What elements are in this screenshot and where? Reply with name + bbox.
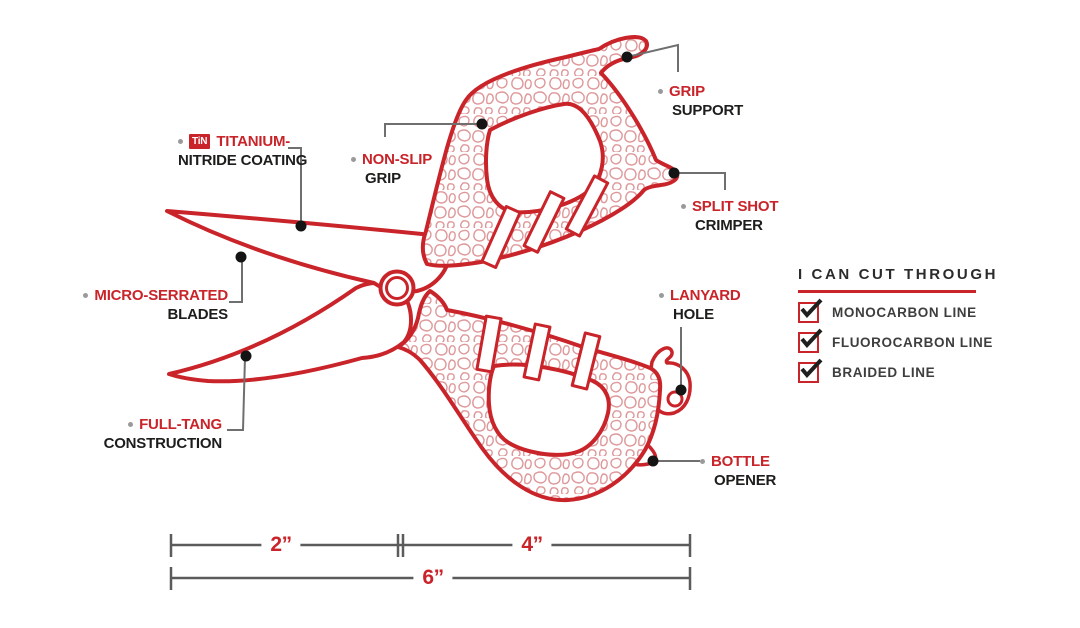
leader-lines [227,43,726,462]
label-bullet [681,204,686,209]
label-bullet [178,139,183,144]
label-full-tang-construction: FULL-TANG CONSTRUCTION [103,415,223,453]
checkmark-icon [800,298,823,319]
dimension-total-length: 6” [413,566,453,590]
feature-subtext: SUPPORT [672,102,744,119]
feature-text: SPLIT SHOT [692,198,779,215]
checkmark-icon [800,358,823,379]
list-item: FLUOROCARBON LINE [798,328,998,353]
feature-subtext: GRIP [365,170,401,187]
tin-badge: TiN [189,134,211,149]
pivot-screw [378,269,416,307]
list-item: BRAIDED LINE [798,358,998,383]
feature-subtext: NITRIDE COATING [178,152,308,169]
feature-text: GRIP [669,83,705,100]
feature-text: BOTTLE [711,453,770,470]
label-bullet [128,422,134,427]
label-bullet [700,459,705,464]
label-grip-support: GRIP SUPPORT [658,82,743,120]
dimension-blade-length: 2” [261,533,301,557]
panel-title: I CAN CUT THROUGH [798,266,999,283]
dimension-handle-length: 4” [512,533,552,557]
checkbox-checked [798,328,823,353]
list-item-label: MONOCARBON LINE [832,305,977,320]
lanyard-hole [666,390,684,408]
feature-text: NON-SLIP [362,151,433,168]
list-item-label: BRAIDED LINE [832,365,936,380]
label-bullet [658,89,663,94]
feature-subtext: CONSTRUCTION [103,435,223,452]
upper-scissor-half [165,35,680,294]
label-lanyard-hole: LANYARD HOLE [659,286,741,324]
feature-text: TITANIUM- [216,133,291,150]
feature-subtext: OPENER [714,472,777,489]
feature-text: FULL-TANG [139,416,222,433]
lower-scissor-half [167,281,692,503]
checkmark-icon [800,328,823,349]
lower-grip-notches [475,314,602,391]
upper-blade [165,209,451,294]
label-titanium-nitride-coating: TiN TITANIUM- NITRIDE COATING [178,132,307,170]
callout-dots [235,51,687,467]
upper-grip-notches [480,174,610,269]
label-bullet [351,157,356,162]
label-bottle-opener: BOTTLE OPENER [700,452,776,490]
list-item: MONOCARBON LINE [798,298,998,323]
feature-subtext: BLADES [167,306,229,323]
label-micro-serrated-blades: MICRO-SERRATED BLADES [83,286,228,324]
checkbox-checked [798,358,823,383]
panel-title-underline [798,290,976,293]
list-item-label: FLUOROCARBON LINE [832,335,993,350]
checkbox-checked [798,298,823,323]
label-non-slip-grip: NON-SLIP GRIP [351,150,432,188]
feature-text: LANYARD [670,287,741,304]
feature-subtext: CRIMPER [695,217,763,234]
feature-subtext: HOLE [673,306,714,323]
label-bullet [83,293,89,298]
cut-through-panel: I CAN CUT THROUGH MONOCARBON LINE FLUORO… [798,266,998,383]
label-split-shot-crimper: SPLIT SHOT CRIMPER [681,197,779,235]
label-bullet [659,293,664,298]
feature-text: MICRO-SERRATED [94,287,228,304]
